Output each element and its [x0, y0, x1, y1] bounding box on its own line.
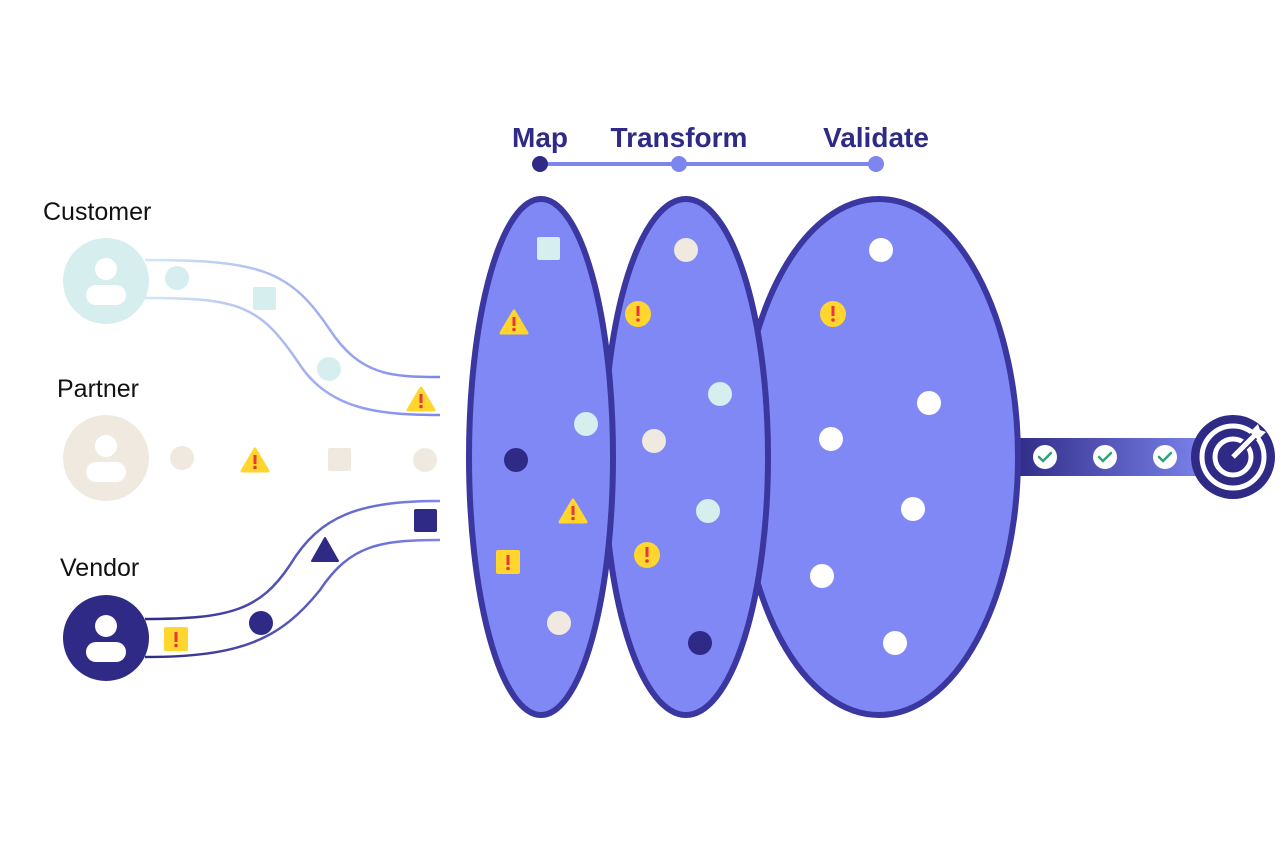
warning-icon [240, 447, 270, 473]
stage-label-map: Map [512, 122, 568, 153]
warning-icon [634, 542, 660, 568]
data-triangle [311, 537, 339, 562]
data-square [328, 448, 351, 471]
stage-lens-map [466, 196, 616, 718]
avatar-partner [63, 415, 149, 501]
target-icon [1191, 415, 1275, 499]
stage-timeline: Map Transform Validate [512, 122, 929, 172]
avatar-customer [63, 238, 149, 324]
warning-icon [625, 301, 651, 327]
partner-stream [145, 437, 440, 479]
data-square [414, 509, 437, 532]
warning-icon [820, 301, 846, 327]
stage-dot-transform [671, 156, 687, 172]
data-circle [317, 357, 341, 381]
stage-dot-validate [868, 156, 884, 172]
data-circle [170, 446, 194, 470]
stage-dot-map [532, 156, 548, 172]
stage-lens-transform [601, 196, 771, 718]
check-icon [1093, 445, 1117, 469]
stage-label-transform: Transform [611, 122, 748, 153]
source-label-customer: Customer [43, 198, 151, 226]
avatar-vendor [63, 595, 149, 681]
source-label-partner: Partner [57, 375, 139, 403]
stage-lens-validate [737, 196, 1021, 718]
data-circle [413, 448, 437, 472]
data-square [253, 287, 276, 310]
data-circle [249, 611, 273, 635]
source-label-vendor: Vendor [60, 554, 139, 582]
customer-stream [144, 258, 441, 417]
data-circle [165, 266, 189, 290]
stage-label-validate: Validate [823, 122, 929, 153]
warning-icon [164, 627, 188, 651]
vendor-stream [144, 499, 441, 659]
stream-items [164, 266, 437, 651]
check-icon [1033, 445, 1057, 469]
warning-icon [496, 550, 520, 574]
output-bar [1010, 438, 1210, 476]
warning-icon [406, 386, 436, 412]
check-icon [1153, 445, 1177, 469]
